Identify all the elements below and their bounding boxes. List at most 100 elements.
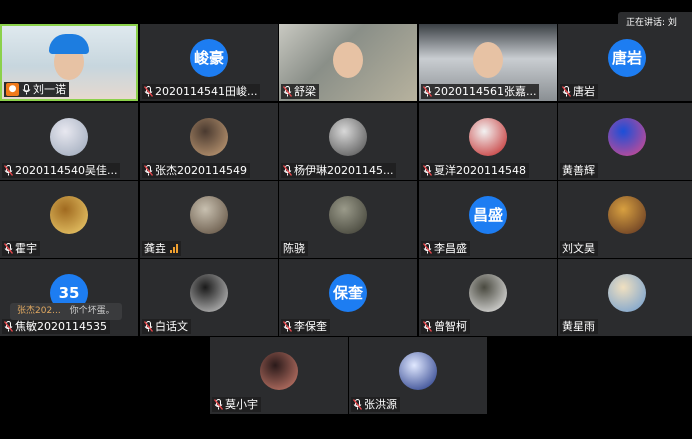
avatar: 唐岩	[608, 39, 646, 77]
participant-name-label: 张杰2020114549	[142, 163, 250, 178]
participant-name-label: 陈骁	[281, 241, 308, 256]
avatar	[608, 274, 646, 312]
participant-tile[interactable]: 黄善辉	[558, 103, 692, 180]
participant-name: 莫小宇	[225, 398, 258, 411]
participant-name-label: 黄善辉	[560, 163, 598, 178]
avatar	[608, 196, 646, 234]
participant-name-label: 2020114561张嘉...	[421, 84, 540, 99]
mic-muted-icon	[283, 86, 294, 97]
participant-name: 杨伊琳20201145...	[294, 164, 394, 177]
participant-tile[interactable]: 张洪源	[349, 337, 487, 414]
participant-name-label: 杨伊琳20201145...	[281, 163, 397, 178]
mic-muted-icon	[4, 165, 15, 176]
avatar	[469, 118, 507, 156]
avatar	[608, 118, 646, 156]
mic-muted-icon	[4, 321, 15, 332]
participant-tile[interactable]: 莫小宇	[210, 337, 348, 414]
mic-muted-icon	[283, 321, 294, 332]
participant-tile[interactable]: 张杰2020114549	[140, 103, 278, 180]
participant-name: 舒梁	[294, 85, 316, 98]
participant-name-label: 李保奎	[281, 319, 330, 334]
chat-sender: 张杰202...	[17, 306, 61, 316]
participant-name-label: 李昌盛	[421, 241, 470, 256]
participant-name-label: 黄星雨	[560, 319, 598, 334]
participant-name: 2020114540吴佳...	[15, 164, 118, 177]
participant-name: 唐岩	[573, 85, 595, 98]
mic-muted-icon	[283, 165, 294, 176]
participant-name: 2020114561张嘉...	[434, 85, 537, 98]
audio-level-icon	[170, 244, 178, 253]
speaking-indicator: 正在讲话: 刘	[618, 12, 692, 34]
mic-icon	[22, 84, 33, 95]
person-silhouette	[333, 42, 363, 78]
participant-name: 2020114541田峻...	[155, 85, 258, 98]
participant-name: 霍宇	[15, 242, 37, 255]
participant-name-label: 霍宇	[2, 241, 40, 256]
avatar	[50, 118, 88, 156]
participant-tile[interactable]: 陈骁	[279, 181, 417, 258]
avatar: 保奎	[329, 274, 367, 312]
participant-name-label: ● 刘一诺	[4, 82, 69, 97]
participant-name-label: 龚垚	[142, 241, 181, 256]
mic-muted-icon	[423, 243, 434, 254]
camera-video	[279, 24, 417, 101]
avatar	[190, 118, 228, 156]
participant-tile[interactable]: 曾智柯	[419, 259, 557, 336]
participant-name: 李保奎	[294, 320, 327, 333]
participant-name-label: 刘文昊	[560, 241, 598, 256]
chat-message: 你个坏蛋。	[69, 306, 115, 316]
participant-tile[interactable]: 杨伊琳20201145...	[279, 103, 417, 180]
participant-name: 刘文昊	[562, 242, 595, 255]
participant-tile[interactable]: ● 刘一诺	[0, 24, 138, 101]
mic-muted-icon	[423, 321, 434, 332]
participant-name-label: 2020114540吴佳...	[2, 163, 121, 178]
mic-muted-icon	[353, 399, 364, 410]
participant-name: 张杰2020114549	[155, 164, 247, 177]
participant-tile[interactable]: 昌盛李昌盛	[419, 181, 557, 258]
participant-name: 夏洋2020114548	[434, 164, 526, 177]
person-silhouette	[473, 42, 503, 78]
cap-shape	[49, 34, 89, 54]
participant-tile[interactable]: 唐岩唐岩	[558, 24, 692, 101]
mic-muted-icon	[214, 399, 225, 410]
avatar	[190, 274, 228, 312]
mic-muted-icon	[423, 165, 434, 176]
participant-name: 刘一诺	[33, 83, 66, 96]
participant-name-label: 2020114541田峻...	[142, 84, 261, 99]
participant-name: 李昌盛	[434, 242, 467, 255]
participant-name-label: 莫小宇	[212, 397, 261, 412]
participant-name: 黄善辉	[562, 164, 595, 177]
avatar	[50, 196, 88, 234]
mic-muted-icon	[144, 321, 155, 332]
participant-tile[interactable]: 霍宇	[0, 181, 138, 258]
avatar	[469, 274, 507, 312]
participant-tile[interactable]: 保奎李保奎	[279, 259, 417, 336]
participant-name-label: 张洪源	[351, 397, 400, 412]
participant-tile[interactable]: 2020114561张嘉...	[419, 24, 557, 101]
participant-tile[interactable]: 夏洋2020114548	[419, 103, 557, 180]
participant-tile[interactable]: 舒梁	[279, 24, 417, 101]
person-icon: ●	[6, 83, 19, 96]
participant-name-label: 焦敏2020114535	[2, 319, 110, 334]
participant-tile[interactable]: 白话文	[140, 259, 278, 336]
participant-name: 曾智柯	[434, 320, 467, 333]
avatar	[260, 352, 298, 390]
participant-name-label: 曾智柯	[421, 319, 470, 334]
avatar	[190, 196, 228, 234]
participant-name-label: 夏洋2020114548	[421, 163, 529, 178]
participant-name: 张洪源	[364, 398, 397, 411]
mic-muted-icon	[144, 165, 155, 176]
participant-tile[interactable]: 黄星雨	[558, 259, 692, 336]
participant-tile[interactable]: 刘文昊	[558, 181, 692, 258]
avatar: 昌盛	[469, 196, 507, 234]
avatar	[399, 352, 437, 390]
mic-muted-icon	[4, 243, 15, 254]
participant-tile[interactable]: 龚垚	[140, 181, 278, 258]
participant-name: 焦敏2020114535	[15, 320, 107, 333]
participant-name: 陈骁	[283, 242, 305, 255]
avatar	[329, 118, 367, 156]
avatar	[329, 196, 367, 234]
participant-tile[interactable]: 2020114540吴佳...	[0, 103, 138, 180]
